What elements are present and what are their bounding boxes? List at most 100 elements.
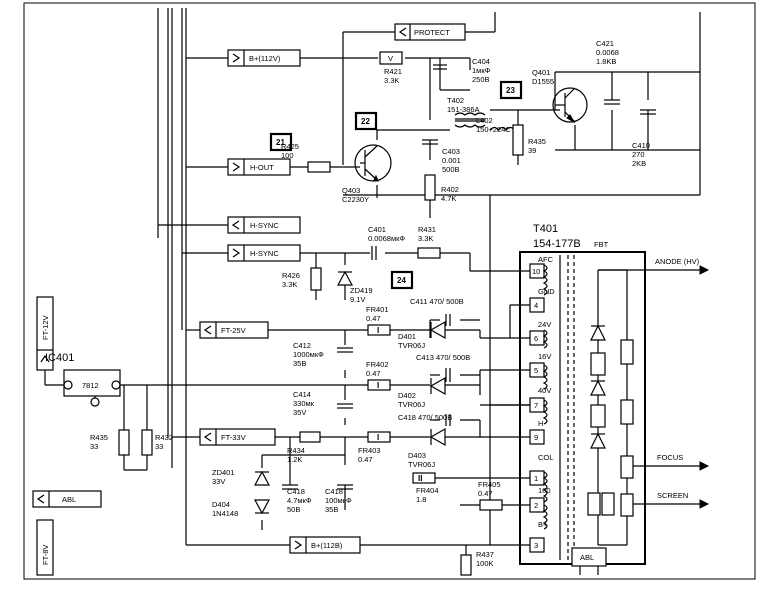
fbt-coils bbox=[542, 264, 548, 530]
svg-text:7: 7 bbox=[534, 401, 538, 410]
svg-text:0.001: 0.001 bbox=[442, 156, 461, 165]
fbt-hv-diodes bbox=[587, 270, 615, 545]
svg-text:C413 470/ 500В: C413 470/ 500В bbox=[416, 353, 470, 362]
c421-capacitor: C421 0.0068 1.8KB bbox=[596, 39, 620, 105]
connector-abl: ABL bbox=[32, 490, 102, 508]
fbt-pin-links bbox=[490, 304, 530, 406]
connector-h-sync-1: H-SYNC bbox=[227, 216, 301, 234]
svg-text:C2230Y: C2230Y bbox=[342, 195, 369, 204]
svg-text:I: I bbox=[377, 381, 379, 390]
svg-text:150+224C: 150+224C bbox=[476, 125, 511, 134]
svg-text:151-386A: 151-386A bbox=[447, 105, 480, 114]
ic401-wiring bbox=[44, 370, 148, 471]
top-wiring bbox=[186, 12, 701, 545]
svg-text:33: 33 bbox=[155, 442, 163, 451]
svg-text:270: 270 bbox=[632, 150, 645, 159]
svg-text:0.47: 0.47 bbox=[366, 369, 381, 378]
svg-text:39: 39 bbox=[528, 146, 536, 155]
svg-text:33: 33 bbox=[90, 442, 98, 451]
fr401-resistor: I FR401 0.47 bbox=[366, 305, 391, 336]
svg-text:R435: R435 bbox=[90, 433, 108, 442]
r421-label: R421 3.3K bbox=[384, 67, 402, 85]
connector-h-sync-2: H-SYNC bbox=[227, 244, 301, 262]
svg-text:I: I bbox=[377, 326, 379, 335]
power-wiring bbox=[115, 319, 530, 530]
output-focus: FOCUS bbox=[633, 453, 710, 471]
svg-text:R437: R437 bbox=[476, 550, 494, 559]
svg-text:FT-33V: FT-33V bbox=[221, 433, 246, 442]
connector-ft-8v: FT-8V bbox=[36, 519, 54, 576]
svg-text:T401: T401 bbox=[533, 223, 558, 235]
c413-capacitor: C413 470/ 500В bbox=[416, 353, 470, 382]
svg-text:FT-8V: FT-8V bbox=[41, 545, 50, 565]
fbt-pins: 10 4 6 5 7 9 1 2 3 bbox=[529, 263, 545, 553]
svg-text:I: I bbox=[377, 433, 379, 442]
svg-text:3.3K: 3.3K bbox=[384, 76, 399, 85]
svg-text:6: 6 bbox=[534, 334, 538, 343]
svg-text:1.2K: 1.2K bbox=[287, 455, 302, 464]
svg-text:PROTECT: PROTECT bbox=[414, 28, 450, 37]
svg-text:24: 24 bbox=[397, 276, 406, 285]
svg-text:4: 4 bbox=[534, 301, 538, 310]
diagram-frame bbox=[23, 2, 756, 580]
svg-text:500В: 500В bbox=[442, 165, 460, 174]
t402-transformer: T402 151-386A bbox=[447, 96, 486, 128]
left-bus-lines bbox=[157, 8, 187, 545]
svg-text:R421: R421 bbox=[384, 67, 402, 76]
output-screen: SCREEN bbox=[633, 491, 710, 509]
r435-top-resistor: R435 39 bbox=[512, 124, 546, 156]
r425-resistor: R425 100 bbox=[281, 142, 331, 173]
output-anode: ANODE (HV) bbox=[598, 257, 710, 275]
svg-text:D401: D401 bbox=[398, 332, 416, 341]
connector-b-plus-112b: B+(112B) bbox=[289, 536, 361, 554]
c403-capacitor: C403 0.001 500В bbox=[422, 139, 461, 174]
svg-text:AFC: AFC bbox=[538, 255, 554, 264]
svg-text:9.1V: 9.1V bbox=[350, 295, 365, 304]
svg-text:C410: C410 bbox=[632, 141, 650, 150]
svg-text:35В: 35В bbox=[325, 505, 338, 514]
svg-text:0.47: 0.47 bbox=[366, 314, 381, 323]
svg-text:1: 1 bbox=[534, 474, 538, 483]
svg-text:C412: C412 bbox=[293, 341, 311, 350]
test-point-23: 23 bbox=[499, 80, 523, 100]
connector-b-plus-112v: B+(112V) bbox=[227, 49, 301, 67]
svg-text:0.0068мкФ: 0.0068мкФ bbox=[368, 234, 405, 243]
test-point-24: 24 bbox=[390, 270, 414, 290]
svg-text:C411 470/ 500В: C411 470/ 500В bbox=[410, 297, 464, 306]
svg-text:250В: 250В bbox=[472, 75, 490, 84]
svg-text:D404: D404 bbox=[212, 500, 230, 509]
fr405-resistor: FR405 0.47 bbox=[478, 480, 503, 511]
r432-resistor: R432 33 bbox=[141, 429, 173, 456]
svg-text:100: 100 bbox=[281, 151, 294, 160]
svg-text:H-OUT: H-OUT bbox=[250, 163, 274, 172]
q401-transistor: Q401 D1555 bbox=[532, 68, 588, 124]
connector-ft-12v: FT-12V bbox=[36, 296, 54, 371]
svg-text:R432: R432 bbox=[155, 433, 173, 442]
svg-text:1.8KB: 1.8KB bbox=[596, 57, 616, 66]
svg-text:ANODE (HV): ANODE (HV) bbox=[655, 257, 700, 266]
svg-text:2KB: 2KB bbox=[632, 159, 646, 168]
svg-text:FR403: FR403 bbox=[358, 446, 381, 455]
svg-text:H-SYNC: H-SYNC bbox=[250, 221, 279, 230]
svg-text:II: II bbox=[418, 474, 422, 483]
svg-text:D1555: D1555 bbox=[532, 77, 554, 86]
r434-resistor: R434 1.2K bbox=[287, 431, 321, 464]
svg-text:R431: R431 bbox=[418, 225, 436, 234]
fr402-resistor: I FR402 0.47 bbox=[366, 360, 391, 391]
svg-text:TVR06J: TVR06J bbox=[398, 341, 425, 350]
svg-text:R402: R402 bbox=[441, 185, 459, 194]
svg-text:C418 470/ 500В: C418 470/ 500В bbox=[398, 413, 452, 422]
svg-text:4.7мкФ: 4.7мкФ bbox=[287, 496, 312, 505]
svg-text:1мкФ: 1мкФ bbox=[472, 66, 491, 75]
svg-text:7812: 7812 bbox=[82, 381, 99, 390]
fr404-resistor: II FR404 1.8 bbox=[412, 472, 439, 504]
svg-text:H-SYNC: H-SYNC bbox=[250, 249, 279, 258]
svg-text:FR405: FR405 bbox=[478, 480, 501, 489]
c404-capacitor: C404 1мкФ 250В bbox=[433, 57, 491, 84]
hsync-wiring bbox=[158, 224, 530, 300]
svg-text:0.47: 0.47 bbox=[478, 489, 493, 498]
svg-text:R426: R426 bbox=[282, 271, 300, 280]
v-marker: V bbox=[379, 51, 403, 65]
svg-text:FT-12V: FT-12V bbox=[41, 315, 50, 340]
